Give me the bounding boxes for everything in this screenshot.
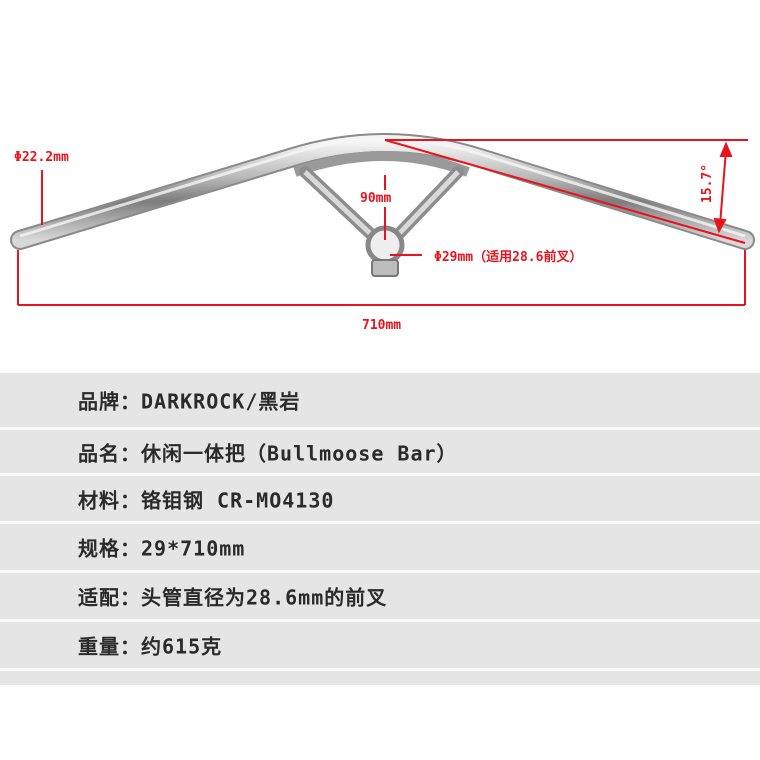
- spec-row-size: 规格：29*710mm: [0, 524, 760, 573]
- tube-diameter-label: Φ22.2mm: [14, 150, 69, 165]
- spec-row-fit: 适配：头管直径为28.6mm的前叉: [0, 573, 760, 622]
- rise-label: 90mm: [360, 191, 392, 206]
- handlebar-illustration: [10, 133, 755, 306]
- spec-text: 重量：约615克: [78, 634, 223, 659]
- spec-text: 材料：铬钼钢 CR-MO4130: [78, 488, 335, 512]
- width-label: 710mm: [362, 318, 402, 333]
- spec-text: 品牌：DARKROCK/黑岩: [78, 389, 301, 414]
- clamp-bolt: [371, 259, 399, 277]
- spec-text: 适配：头管直径为28.6mm的前叉: [78, 585, 388, 610]
- angle-label: 15.7°: [700, 163, 716, 204]
- spec-table: 品牌：DARKROCK/黑岩 品名：休闲一体把（Bullmoose Bar） 材…: [0, 373, 760, 685]
- product-diagram: Φ22.2mm 90mm Φ29mm（适用28.6前叉） 710mm 15.7°: [0, 0, 760, 360]
- spec-text: 规格：29*710mm: [78, 536, 246, 561]
- brace-arc: [293, 151, 470, 177]
- dimension-lines: [17, 139, 748, 306]
- spec-row-brand: 品牌：DARKROCK/黑岩: [0, 373, 760, 430]
- clamp-diameter-label: Φ29mm（适用28.6前叉）: [434, 250, 583, 265]
- spec-row-name: 品名：休闲一体把（Bullmoose Bar）: [0, 430, 760, 476]
- spec-text: 品名：休闲一体把（Bullmoose Bar）: [78, 441, 458, 465]
- spec-row-material: 材料：铬钼钢 CR-MO4130: [0, 476, 760, 524]
- spec-row-weight: 重量：约615克: [0, 622, 760, 671]
